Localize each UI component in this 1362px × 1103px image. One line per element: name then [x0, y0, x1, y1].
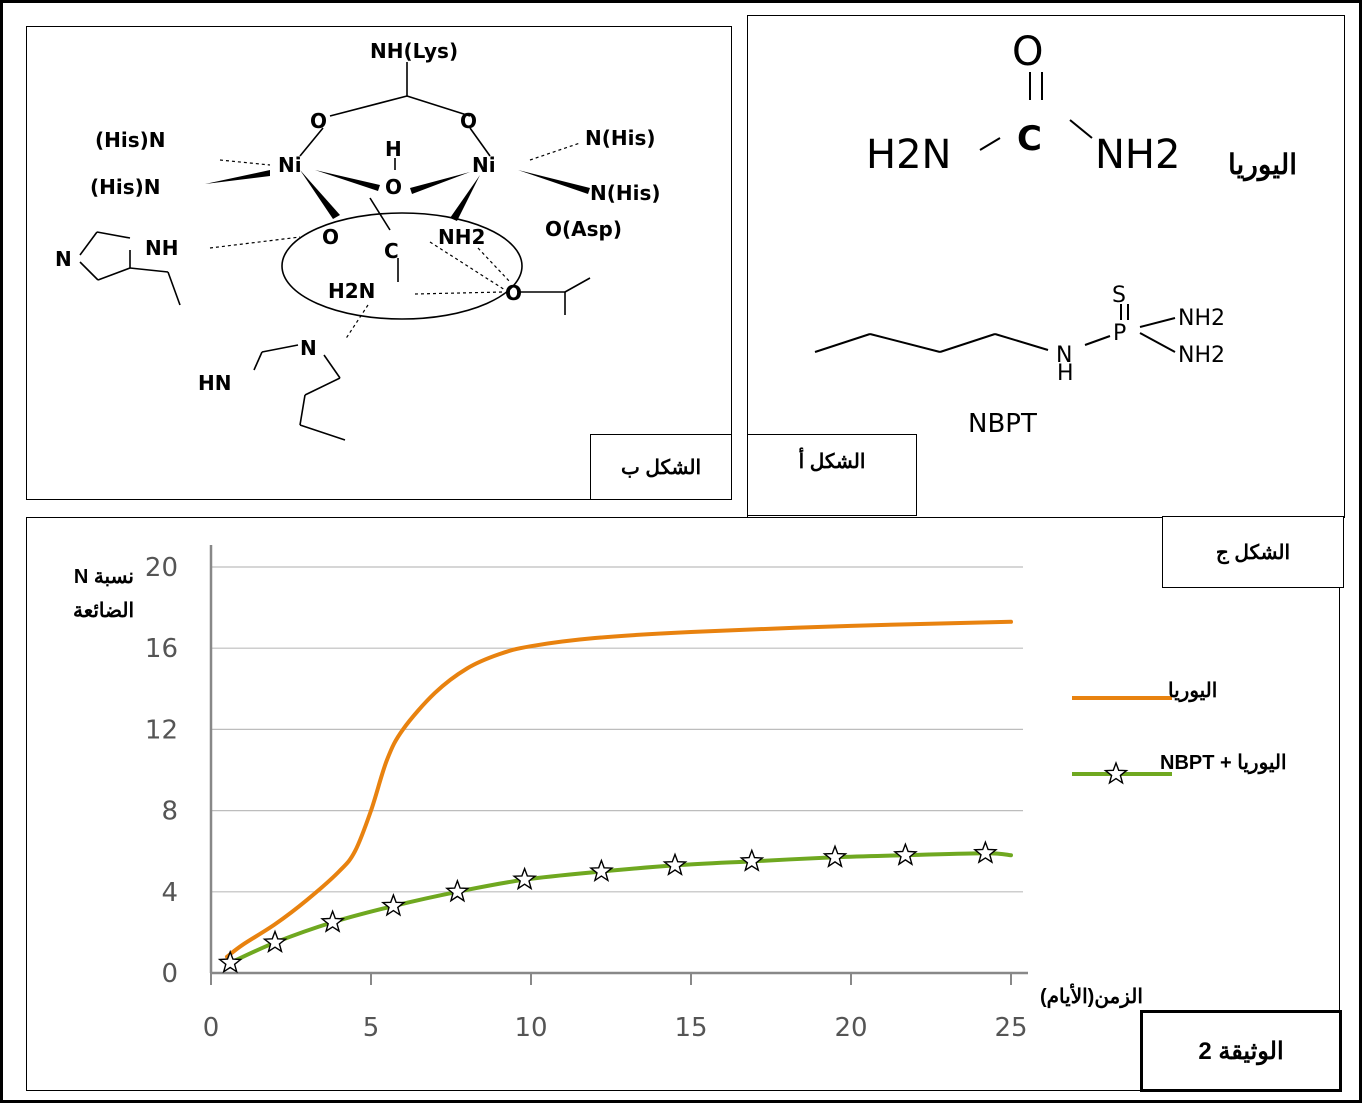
data-point-star: [973, 840, 998, 864]
x-axis-label: الزمن(الأيام): [1040, 986, 1143, 1008]
ni-right-label: Ni: [472, 153, 496, 177]
asp-label: O(Asp): [545, 217, 622, 241]
nbpt-hydrogen: H: [1057, 361, 1074, 386]
data-point-star: [217, 949, 243, 974]
urea-nbpt-structures: O C H2N NH2 S P N H NH2 NH2 NBPT: [814, 29, 1225, 435]
data-point-star: [512, 866, 538, 891]
n-his-top-label: N(His): [585, 126, 656, 150]
y-tick-label: 0: [161, 959, 178, 989]
c-urea-label: C: [384, 239, 399, 263]
urea-carbon: C: [1017, 119, 1042, 159]
nbpt-phosphorus: P: [1113, 321, 1126, 346]
figure-a-label: الشكل أ: [747, 434, 917, 516]
imidazole-n-top-label: N: [55, 247, 72, 271]
imidazole-nh-top-label: NH: [145, 236, 178, 260]
urease-active-site-diagram: NH(Lys) O O Ni Ni H O (His)N (His)N N(Hi…: [55, 39, 661, 441]
o-urea-label: O: [322, 225, 339, 249]
o-left-label: O: [310, 109, 327, 133]
data-point-star: [262, 929, 288, 953]
o-right-label: O: [460, 109, 477, 133]
data-point-star: [739, 848, 765, 872]
urea-left-group: H2N: [866, 132, 951, 178]
y-tick-label: 20: [145, 553, 178, 583]
nbpt-nh2-top: NH2: [1178, 306, 1225, 331]
urea-name-label: اليوريا: [1228, 149, 1298, 180]
legend-urea-label: اليوريا: [1168, 680, 1218, 702]
urea-right-group: NH2: [1095, 132, 1180, 178]
o-bridge-label: O: [385, 175, 402, 199]
nbpt-name: NBPT: [968, 409, 1037, 435]
x-tick-label: 10: [514, 1013, 547, 1043]
x-tick-label: 25: [994, 1013, 1027, 1043]
legend-star-marker: [1103, 760, 1129, 785]
figure-b-box: [26, 26, 732, 500]
nbpt-nitrogen: N: [1056, 343, 1072, 368]
urea-oxygen: O: [1012, 29, 1043, 75]
nbpt-nh2-bottom: NH2: [1178, 343, 1225, 368]
imidazole-n-bottom-label: N: [300, 336, 317, 360]
series-line-0: [225, 619, 1013, 959]
x-tick-label: 0: [203, 1013, 220, 1043]
data-point-star: [662, 852, 688, 876]
h2n-urea-label: H2N: [328, 279, 375, 303]
data-point-star: [380, 892, 406, 917]
nh2-urea-label: NH2: [438, 225, 485, 249]
data-point-star: [444, 878, 470, 903]
legend-urea-nbpt-label: اليوريا + NBPT: [1160, 752, 1287, 774]
o-carbonyl-label: O: [505, 281, 522, 305]
y-tick-label: 4: [161, 878, 178, 908]
figure-c-box: [26, 517, 1340, 1091]
nbpt-sulfur: S: [1112, 283, 1126, 308]
y-tick-label: 16: [145, 634, 178, 664]
figure-b-label: الشكل ب: [590, 434, 732, 500]
data-point-star: [893, 842, 918, 866]
lys-label: NH(Lys): [370, 39, 458, 63]
x-tick-label: 15: [674, 1013, 707, 1043]
document-title: الوثيقة 2: [1140, 1010, 1342, 1092]
imidazole-hn-bottom-label: HN: [198, 371, 231, 395]
n-his-bottom-label: N(His): [590, 181, 661, 205]
x-tick-label: 20: [834, 1013, 867, 1043]
ni-left-label: Ni: [278, 153, 302, 177]
y-tick-label: 8: [161, 797, 178, 827]
figure-c-label: الشكل ج: [1162, 516, 1344, 588]
his-n-top-label: (His)N: [95, 128, 166, 152]
x-tick-label: 5: [363, 1013, 380, 1043]
y-axis-label: نسبة N الضائعة: [72, 566, 134, 622]
h-bridge-label: H: [385, 137, 402, 161]
series-line-1: [228, 851, 1013, 965]
his-n-bottom-label: (His)N: [90, 175, 161, 199]
y-tick-label: 12: [145, 715, 178, 745]
data-point-star: [320, 909, 345, 933]
data-point-star: [822, 844, 848, 868]
data-point-star: [588, 858, 614, 883]
